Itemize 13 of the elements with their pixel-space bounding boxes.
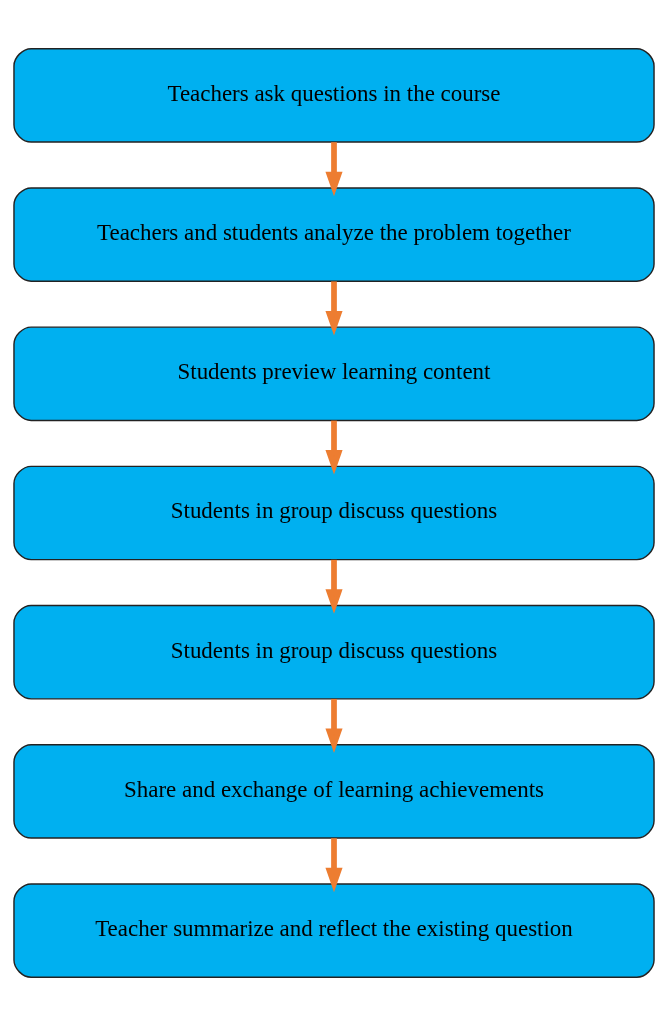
node-box: Students preview learning content xyxy=(13,325,655,421)
node-box: Teachers ask questions in the course xyxy=(13,47,655,143)
node-box: Share and exchange of learning achievements xyxy=(13,743,655,839)
node-box: Students in group discuss questions xyxy=(13,465,655,560)
arrow xyxy=(325,698,343,753)
node-box: Teachers and students analyze the problem together xyxy=(13,186,655,282)
arrow xyxy=(325,420,343,475)
node-box: Teacher summarize and reflect the existing question xyxy=(13,882,655,978)
arrow xyxy=(325,141,343,196)
arrow xyxy=(325,837,343,892)
arrow xyxy=(325,280,343,335)
node-box: Students in group discuss questions xyxy=(13,604,655,700)
arrow xyxy=(325,559,343,614)
